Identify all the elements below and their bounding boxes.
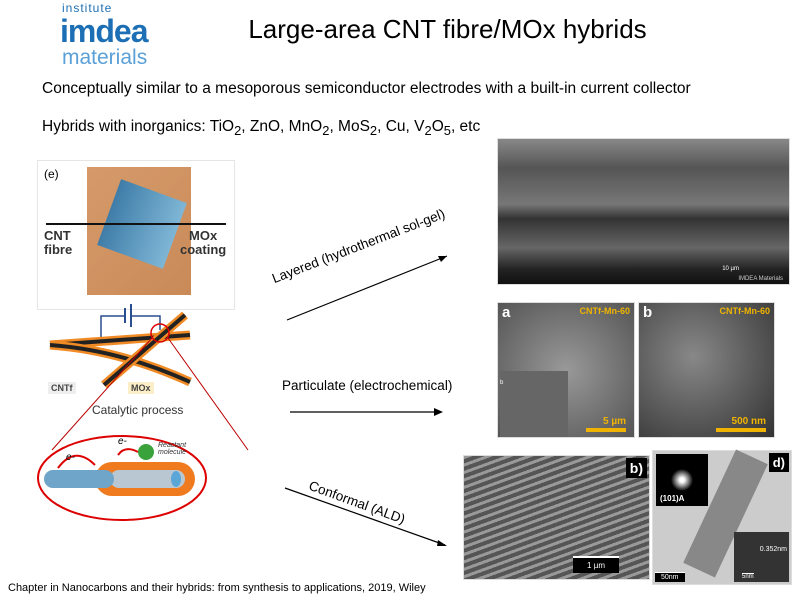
slide-title: Large-area CNT fibre/MOx hybrids [248,14,647,44]
particulate-label: Particulate (electrochemical) [282,378,453,393]
panel-letter: b [643,304,653,321]
catalytic-process-label: Catalytic process [92,403,184,417]
inset-image: b [500,371,568,437]
sample-label: CNTf-Mn-60 [719,306,771,316]
intro-text: Conceptually similar to a mesoporous sem… [42,80,691,97]
sem-particulate-b: b CNTf-Mn-60 500 nm [638,302,775,438]
mox-label: MOx [128,382,154,394]
lattice-inset: 0.352nm 5nm [734,532,789,582]
sample-photo [87,167,191,295]
panel-label: (e) [44,167,59,181]
sample-label: CNTf-Mn-60 [579,306,631,316]
hybrids-text: Hybrids with inorganics: TiO2, ZnO, MnO2… [42,118,481,139]
electron-label: e- [66,452,75,463]
cntf-label: CNTf [48,382,76,394]
panel-letter: d) [768,453,789,472]
inset-label: b [500,380,504,386]
sem-conformal-b: b) 1 µm [463,455,650,580]
scale-label: 500 nm [731,416,766,427]
sem-layered-image: IMDEA Materials 10 µm [497,138,790,285]
panel-letter: a [502,304,511,321]
logo: imdea [60,13,148,49]
logo-materials-text: materials [62,46,148,69]
scale-label: 1 µm [573,556,619,573]
logo-institute-text: institute [62,1,113,15]
tem-conformal-d: (101)A d) 0.352nm 5nm 50nm [652,449,792,585]
diffraction-inset: (101)A [656,454,708,506]
sem-scale: 10 µm [722,266,739,272]
scale-label: 50nm [655,572,685,582]
lattice-spacing: 0.352nm [759,546,787,553]
diffraction-label: (101)A [660,494,685,503]
citation-caption: Chapter in Nanocarbons and their hybrids… [8,582,426,594]
sem-particulate-a: a CNTf-Mn-60 b 5 µm [497,302,635,438]
panel-letter: b) [625,458,647,478]
electron-label: e- [118,436,127,447]
inset-scale: 5nm [742,573,754,580]
sem-footer: IMDEA Materials [738,276,783,282]
scale-label: 5 µm [603,416,626,427]
